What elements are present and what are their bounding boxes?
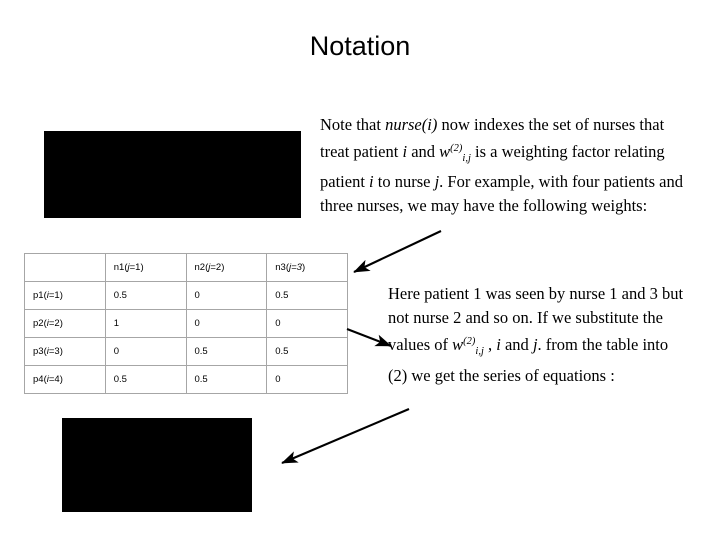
row-head-base: p2( xyxy=(33,318,47,329)
table-cell: 1 xyxy=(104,309,187,338)
note-seg-5: to nurse xyxy=(373,172,435,191)
row-head-em: i xyxy=(46,346,49,357)
table-cell: 0.5 xyxy=(185,365,268,394)
note-em-nurse-i: nurse(i) xyxy=(385,115,438,134)
table-row-header-p2: p2(i=2) xyxy=(24,309,106,338)
row-head-em: i xyxy=(46,318,49,329)
table-row-header-p1: p1(i=1) xyxy=(24,281,106,310)
row-head-tail: =2) xyxy=(48,318,63,329)
note-seg-6: . For example, with four patients and th… xyxy=(320,172,683,215)
table-cell: 0.5 xyxy=(104,365,187,394)
arrow-to-bottom-block xyxy=(281,408,410,464)
table-header-row: n1(j=1) n2(j=2) n3(j=3) xyxy=(24,253,348,282)
table-cell: 0 xyxy=(266,365,348,394)
row-head-base: p4( xyxy=(33,374,47,385)
arrow-to-table-header xyxy=(353,230,442,273)
here-seg-2: , xyxy=(483,335,497,354)
table-column-header-n2: n2(j=2) xyxy=(185,253,268,282)
row-head-tail: =1) xyxy=(48,290,63,301)
here-seg-1: Here patient 1 was seen by nurse 1 and 3… xyxy=(388,284,684,354)
table-row-header-p4: p4(i=4) xyxy=(24,365,106,394)
here-seg-4: . from the table into (2) we get the ser… xyxy=(388,335,669,385)
table-cell: 0 xyxy=(185,281,268,310)
row-head-tail: =4) xyxy=(48,374,63,385)
note-seg-1: Note that xyxy=(320,115,386,134)
table-corner-cell xyxy=(24,253,106,282)
weight-symbol-superscript: (2) xyxy=(463,336,476,347)
table-row: p2(i=2) 1 0 0 xyxy=(24,309,348,338)
table-cell: 0.5 xyxy=(185,337,268,366)
note-seg-3: and xyxy=(407,141,440,161)
note-em-i-2: i xyxy=(369,172,374,191)
col-head-tail: =1) xyxy=(129,262,144,273)
note-em-i-1: i xyxy=(402,141,408,161)
row-head-base: p3( xyxy=(33,346,47,357)
col-head-base: n3( xyxy=(275,262,289,273)
note-seg-4: is a weighting factor relating patient xyxy=(320,141,665,192)
weights-table: n1(j=1) n2(j=2) n3(j=3) p1(i=1) 0.5 0 0.… xyxy=(24,253,348,394)
weight-symbol-base: w xyxy=(452,335,464,354)
here-em-j: j xyxy=(532,335,538,354)
col-head-tail: ) xyxy=(301,262,306,273)
table-row: p3(i=3) 0 0.5 0.5 xyxy=(24,337,348,366)
table-cell: 0 xyxy=(266,309,348,338)
col-head-tail: =2) xyxy=(210,262,225,273)
row-head-em: i xyxy=(46,290,49,301)
row-head-em: i xyxy=(46,374,49,385)
col-head-em: j=3 xyxy=(288,262,302,273)
weight-symbol-subscript: i,j xyxy=(475,346,484,357)
redacted-image-top xyxy=(44,131,301,218)
row-head-base: p1( xyxy=(33,290,47,301)
table-column-header-n1: n1(j=1) xyxy=(104,253,187,282)
note-paragraph: Note that nurse(i) now indexes the set o… xyxy=(320,113,694,217)
table-cell: 0.5 xyxy=(266,281,348,310)
arrow-table-to-here-text xyxy=(346,328,392,347)
table-cell: 0.5 xyxy=(104,281,187,310)
weight-symbol-here: w(2)i,j xyxy=(452,335,484,357)
weight-symbol-note: w(2)i,j xyxy=(439,141,471,164)
col-head-base: n2( xyxy=(194,262,209,273)
col-head-em: j xyxy=(127,262,130,273)
redacted-image-bottom xyxy=(62,418,252,512)
table-cell: 0 xyxy=(104,337,187,366)
weight-symbol-base: w xyxy=(439,141,451,161)
weight-symbol-superscript: (2) xyxy=(450,142,463,154)
table-row: p4(i=4) 0.5 0.5 0 xyxy=(24,365,348,394)
row-head-tail: =3) xyxy=(48,346,63,357)
here-seg-3: and xyxy=(500,335,533,354)
table-cell: 0 xyxy=(185,309,268,338)
table-row-header-p3: p3(i=3) xyxy=(24,337,106,366)
col-head-base: n1( xyxy=(113,262,128,273)
table-cell: 0.5 xyxy=(266,337,348,366)
col-head-em: j xyxy=(208,262,211,273)
here-paragraph: Here patient 1 was seen by nurse 1 and 3… xyxy=(388,282,688,388)
weight-symbol-subscript: i,j xyxy=(462,152,471,164)
note-seg-2: now indexes the set of nurses that treat… xyxy=(320,115,665,161)
page-title: Notation xyxy=(309,31,411,61)
note-em-j: j xyxy=(434,172,440,191)
table-column-header-n3: n3(j=3) xyxy=(266,253,348,282)
table-row: p1(i=1) 0.5 0 0.5 xyxy=(24,281,348,310)
here-em-i: i xyxy=(496,335,501,354)
